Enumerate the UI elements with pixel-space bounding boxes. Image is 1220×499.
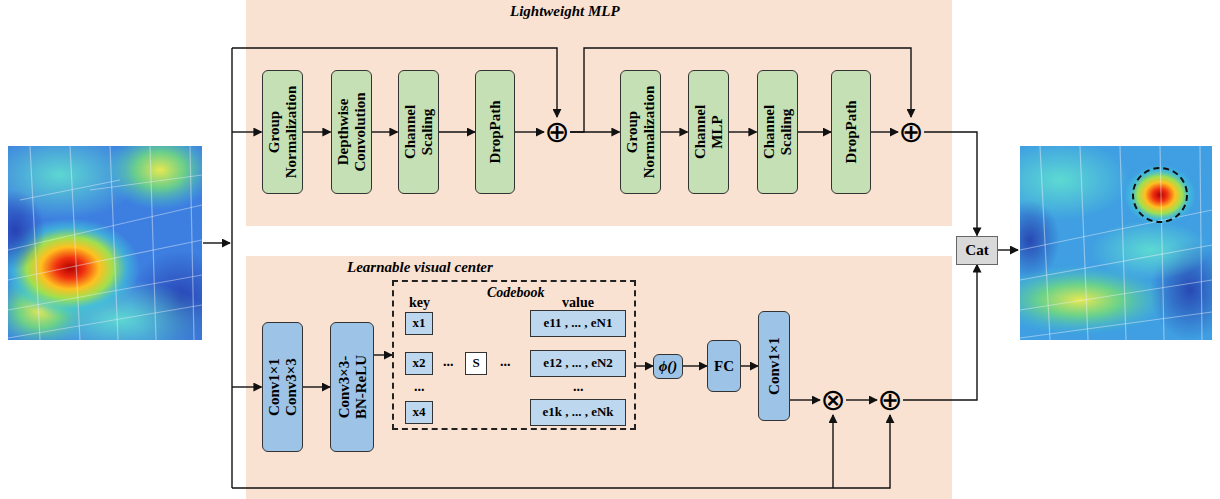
node-text: Group Normalization xyxy=(624,85,657,180)
wire xyxy=(998,249,1018,250)
conv-box: Conv1×1 xyxy=(758,311,790,421)
connector xyxy=(683,365,707,366)
connector xyxy=(636,365,653,366)
node-text: ϕ() xyxy=(659,358,678,375)
node-text: e11 , ... , eN1 xyxy=(544,316,613,330)
layer-box: DropPath xyxy=(475,70,515,194)
group-title: Learnable visual center xyxy=(347,259,493,276)
node-text: S xyxy=(472,356,479,370)
connector xyxy=(729,131,757,132)
wire xyxy=(203,242,230,243)
node-text: e12 , ... , eN2 xyxy=(543,356,613,370)
node-text: Depthwise Convolution xyxy=(335,91,368,173)
highlight-circle xyxy=(1133,168,1187,222)
ellipsis: ... xyxy=(414,379,425,394)
node-text: ⊕ xyxy=(877,385,902,415)
node-text: Channel Scaling xyxy=(402,104,435,161)
column-heading: key xyxy=(409,295,430,310)
node-text: ⊗ xyxy=(820,385,845,415)
module-panel: Learnable visual centerConv1×1 Conv3×3 Co… xyxy=(246,256,952,499)
connector xyxy=(924,132,977,236)
node-text: FC xyxy=(714,358,734,375)
add-symbol: ⊕ xyxy=(877,385,903,415)
concat-box: Cat xyxy=(956,236,998,265)
fc-box: FC xyxy=(707,340,741,392)
wire xyxy=(832,415,833,488)
connector xyxy=(798,131,832,132)
layer-box: Group Normalization xyxy=(262,70,303,194)
key-box: x1 xyxy=(405,312,433,335)
node-text: e1k , ... , eNk xyxy=(542,405,613,419)
conv-box: Conv1×1 Conv3×3 xyxy=(262,322,303,452)
panel-fill xyxy=(246,256,952,499)
ellipsis: ... xyxy=(443,354,454,369)
layer-box: Group Normalization xyxy=(620,70,661,194)
function-box: ϕ() xyxy=(653,354,683,379)
add-symbol: ⊕ xyxy=(544,117,570,147)
node-text: x2 xyxy=(413,356,426,370)
ellipsis: ... xyxy=(500,354,511,369)
node-text: ⊕ xyxy=(544,117,569,147)
connector xyxy=(846,399,877,400)
key-box: x4 xyxy=(405,401,433,424)
wire xyxy=(231,48,232,488)
node-text: Channel MLP xyxy=(692,104,725,161)
node-text: Group Normalization xyxy=(266,85,299,180)
connector xyxy=(303,386,331,387)
node-text: Conv3×3- BN-ReLU xyxy=(336,354,369,421)
connector xyxy=(374,354,392,355)
layer-box: DropPath xyxy=(831,70,871,194)
similarity-box: S xyxy=(465,352,487,375)
wire xyxy=(232,131,262,132)
node-text: Cat xyxy=(965,242,988,259)
key-box: x2 xyxy=(405,352,433,375)
connector xyxy=(871,131,898,132)
value-box: e11 , ... , eN1 xyxy=(530,310,626,337)
layer-box: Channel MLP xyxy=(688,70,729,194)
output-heatmap xyxy=(1020,146,1212,340)
node-text: DropPath xyxy=(487,99,504,165)
wire xyxy=(232,386,262,387)
node-text: Channel Scaling xyxy=(761,104,794,161)
connector xyxy=(303,131,331,132)
layer-box: Channel Scaling xyxy=(757,70,798,194)
layer-box: Channel Scaling xyxy=(398,70,439,194)
connector xyxy=(515,131,544,132)
group-title: Lightweight MLP xyxy=(510,3,620,20)
connector xyxy=(439,131,476,132)
connector xyxy=(903,265,977,401)
connector xyxy=(790,399,820,400)
connector xyxy=(661,131,688,132)
node-text: x4 xyxy=(413,405,426,419)
connector xyxy=(741,365,758,366)
column-heading: value xyxy=(562,295,594,310)
node-text: x1 xyxy=(413,316,426,330)
add-symbol: ⊕ xyxy=(898,117,924,147)
multiply-symbol: ⊗ xyxy=(820,385,846,415)
value-box: e12 , ... , eN2 xyxy=(530,350,626,377)
ellipsis: ... xyxy=(573,379,584,394)
group-title: Codebook xyxy=(487,285,545,300)
layer-box: Depthwise Convolution xyxy=(331,70,372,194)
node-text: DropPath xyxy=(843,99,860,165)
panel-fill xyxy=(246,0,952,226)
node-text: Conv1×1 xyxy=(766,336,783,396)
conv-box: Conv3×3- BN-ReLU xyxy=(330,322,374,452)
module-panel: Lightweight MLP Group Normalization Depthw… xyxy=(246,0,952,226)
input-heatmap xyxy=(8,146,202,340)
node-text: Conv1×1 Conv3×3 xyxy=(266,357,299,417)
value-box: e1k , ... , eNk xyxy=(530,399,626,426)
connector xyxy=(372,131,398,132)
node-text: ⊕ xyxy=(898,117,923,147)
